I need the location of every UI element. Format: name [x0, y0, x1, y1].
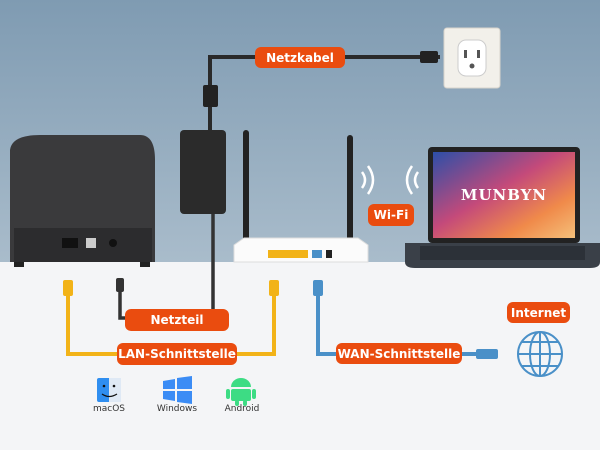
- power-cable-label: Netzkabel: [255, 47, 345, 68]
- windows-icon: [163, 376, 192, 404]
- macos-finder-icon: [97, 378, 121, 402]
- laptop-brand: MUNBYN: [461, 186, 547, 204]
- power-adapter-label: Netzteil: [125, 309, 229, 331]
- receipt-printer: [10, 135, 155, 267]
- globe-icon: [517, 331, 563, 377]
- power-cable: [208, 55, 440, 85]
- power-plug: [420, 51, 438, 63]
- power-adapter: [180, 130, 226, 214]
- os-label-android: Android: [224, 404, 260, 414]
- android-icon: [226, 378, 256, 406]
- wall-outlet: [443, 27, 501, 89]
- internet-label: Internet: [507, 302, 570, 323]
- router: [233, 130, 369, 263]
- wifi-signal-icon: [360, 165, 420, 195]
- os-label-macos: macOS: [92, 404, 126, 414]
- laptop: [405, 147, 600, 268]
- os-label-windows: Windows: [156, 404, 198, 414]
- lan-label: LAN-Schnittstelle: [117, 343, 237, 365]
- wan-label: WAN-Schnittstelle: [336, 343, 462, 364]
- adapter-plug: [203, 85, 218, 107]
- wifi-label: Wi-Fi: [368, 204, 414, 226]
